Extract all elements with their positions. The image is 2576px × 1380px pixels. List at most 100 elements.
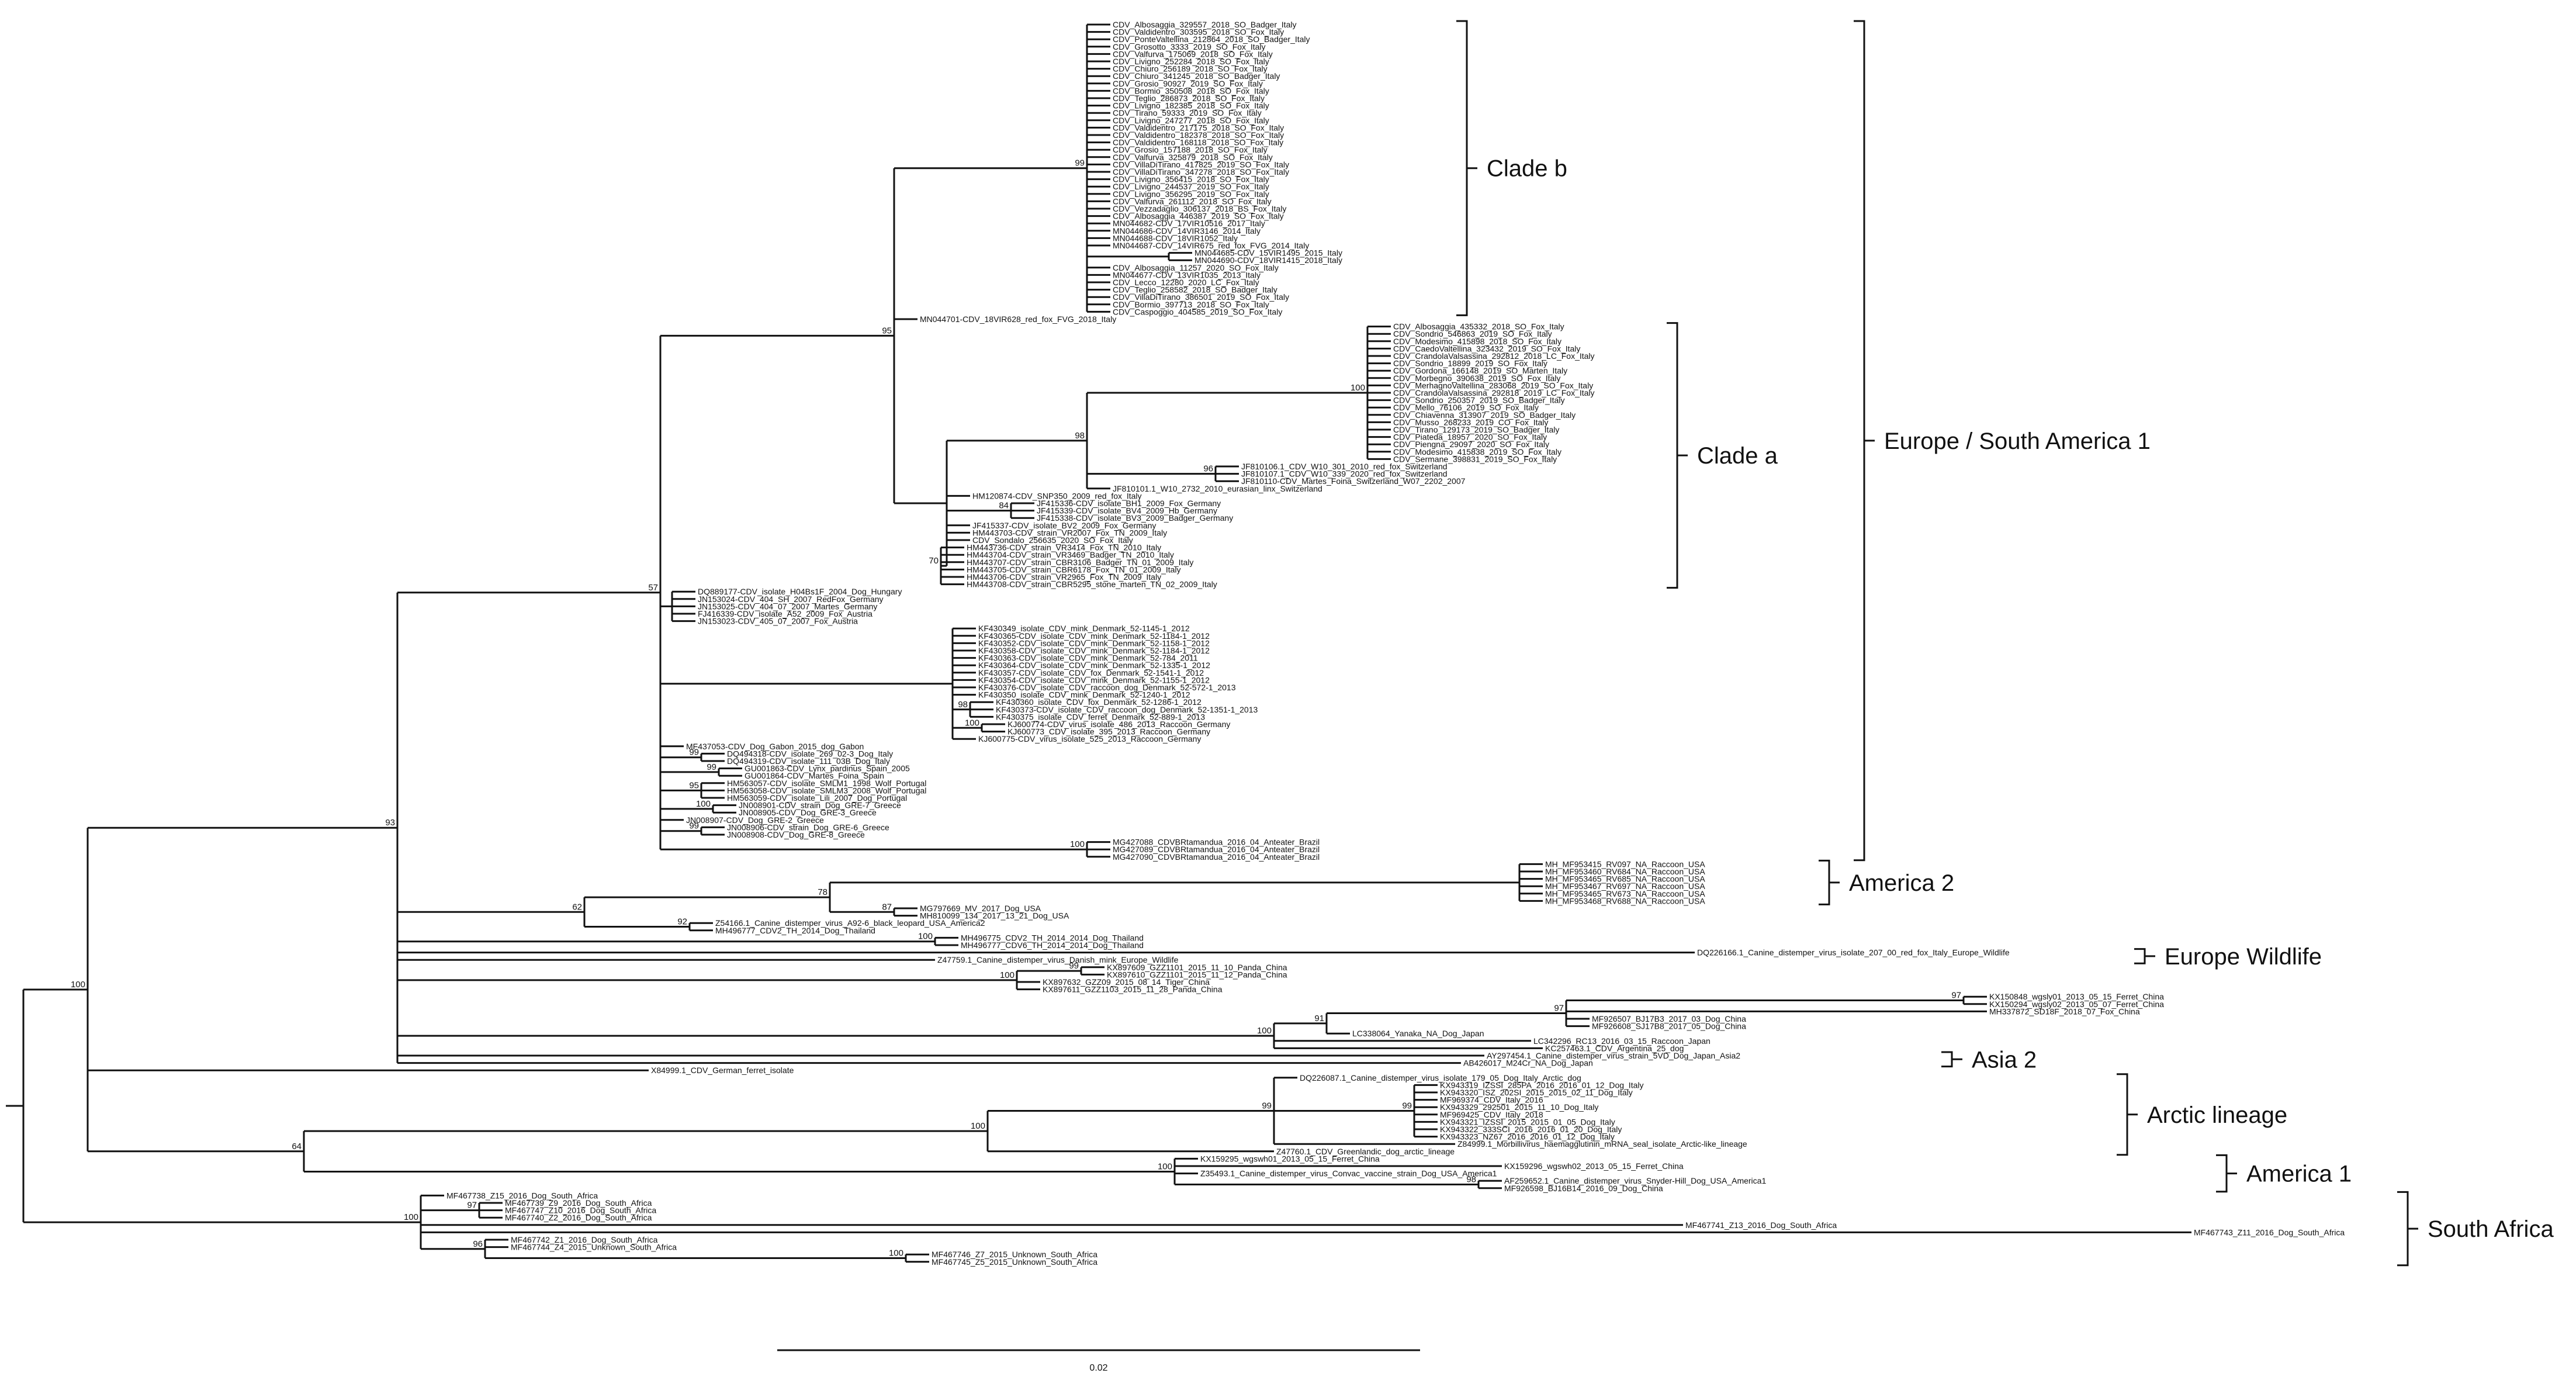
tip-label: KF430376-CDV_isolate_CDV_raccoon_dog_Den… — [978, 683, 1236, 692]
tip-label: CDV_Valdidentro_168118_2018_SO_Fox_Italy — [1113, 138, 1283, 147]
tip-label: CDV_Livigno_356295_2019_SO_Fox_Italy — [1113, 189, 1269, 199]
bootstrap-value: 97 — [467, 1201, 477, 1210]
tip-label: CDV_Albosaggia_446387_2019_SO_Fox_Italy — [1113, 212, 1284, 221]
tip-label: HM443703-CDV_strain_VR2007_Fox_TN_2009_I… — [972, 528, 1167, 537]
tip-label: MF467742_Z1_2016_Dog_South_Africa — [511, 1235, 658, 1244]
tip-label: MH810099_134_2017_13_21_Dog_USA — [920, 911, 1069, 921]
clade-label: America 1 — [2246, 1161, 2352, 1187]
bootstrap-value: 100 — [696, 799, 711, 809]
bootstrap-value: 100 — [965, 718, 979, 728]
tip-label: DQ226087.1_Canine_distemper_virus_isolat… — [1300, 1073, 1581, 1082]
tip-label: JF810106.1_CDV_W10_301_2010_red_fox_Swit… — [1241, 462, 1448, 471]
tip-label: KF430373-CDV_isolate_CDV_raccoon_dog_Den… — [996, 705, 1258, 714]
tip-label: MF926598_BJ16B14_2016_09_Dog_China — [1504, 1184, 1663, 1193]
tip-label: JN153024-CDV_404_SH_2007_RedFox_Germany — [698, 594, 884, 604]
bootstrap-value: 97 — [1554, 1004, 1564, 1014]
tip-label: CDV_VillaDiTirano_386501_2019_SO_Fox_Ita… — [1113, 292, 1289, 302]
tip-label: Z47759.1_Canine_distemper_virus_Danish_m… — [937, 955, 1179, 964]
tip-label: CDV_Chiuro_341245_2018_SO_Badger_Italy — [1113, 71, 1280, 81]
tip-label: HM563058-CDV_isolate_SMLM3_2008_Wolf_Por… — [727, 786, 926, 795]
tip-label: JN008905-CDV_Dog_GRE-3_Greece — [739, 808, 877, 817]
tip-label: MN044701-CDV_18VIR628_red_fox_FVG_2018_I… — [920, 314, 1116, 324]
tip-label: CDV_Bormio_397713_2018_SO_Fox_Italy — [1113, 300, 1269, 309]
tip-label: KF430358-CDV_isolate_CDV_mink_Denmark_52… — [978, 646, 1210, 655]
tip-label: KJ600774-CDV_virus_isolate_486_2013_Racc… — [1007, 720, 1230, 729]
tip-label: AF259652.1_Canine_distemper_virus_Snyder… — [1504, 1176, 1766, 1185]
bootstrap-value: 99 — [1402, 1101, 1412, 1111]
tree-branches — [6, 23, 2191, 1263]
tip-label: JF810101.1_W10_2732_2010_eurasian_linx_S… — [1113, 484, 1322, 493]
tip-label: KF430349_isolate_CDV_mink_Denmark_52-114… — [978, 624, 1190, 633]
tip-label: HM443705-CDV_strain_CBR6178_Fox_TN_01_20… — [967, 565, 1181, 574]
bootstrap-value: 78 — [818, 887, 827, 897]
tip-label: CDV_Livigno_252284_2018_SO_Fox_Italy — [1113, 57, 1269, 66]
tip-label: JF810110-CDV_Martes_Foina_Switzerland_W0… — [1241, 476, 1466, 486]
tip-label: KX159295_wgswh01_2013_05_15_Ferret_China — [1200, 1154, 1380, 1163]
tip-label: DQ226166.1_Canine_distemper_virus_isolat… — [1697, 948, 2010, 957]
tip-label: FJ416339-CDV_isolate_A52_2009_Fox_Austri… — [698, 609, 872, 618]
tip-label: KF430360_isolate_CDV_fox_Denmark_52-1286… — [996, 697, 1202, 707]
tip-label: HM120874-CDV_SNP350_2009_red_fox_Italy — [972, 491, 1142, 500]
tip-label: LC342296_RC13_2016_03_15_Raccoon_Japan — [1533, 1036, 1711, 1046]
tip-label: DQ494319-CDV_isolate_111_03B_Dog_Italy — [727, 756, 890, 766]
bootstrap-value: 99 — [1262, 1101, 1272, 1111]
tip-label: CDV_Bormio_350508_2018_SO_Fox_Italy — [1113, 86, 1269, 95]
tip-label: MF467747_Z10_2016_Dog_South_Africa — [505, 1206, 656, 1215]
tip-label: CDV_Tirano_59333_2019_SO_Fox_Italy — [1113, 108, 1262, 117]
tip-label: CDV_Sermane_398831_2019_SO_Fox_Italy — [1393, 454, 1557, 464]
bootstrap-value: 99 — [1069, 961, 1079, 971]
tip-label: JF415337-CDV_isolate_BV2_2009_Fox_German… — [972, 521, 1156, 530]
tip-label: JF415336-CDV_isolate_BH1_2009_Fox_German… — [1037, 499, 1221, 508]
tip-label: MF969425_CDV_Italy_2018 — [1440, 1110, 1543, 1119]
tip-label: CDV_Valdidentro_217175_2018_SO_Fox_Italy — [1113, 123, 1284, 132]
tip-label: MF467744_Z4_2015_Unknown_South_Africa — [511, 1243, 677, 1252]
tip-label: MN044677-CDV_13VIR1035_2013_Italy — [1113, 270, 1261, 279]
tip-label: CDV_Valdidentro_303595_2018_SO_Fox_Italy — [1113, 27, 1284, 37]
tip-label: KX897609_GZZ1101_2015_11_10_Panda_China — [1107, 963, 1287, 972]
clade-bracket — [2397, 1191, 2418, 1267]
tip-label: AY297454.1_Canine_distemper_virus_strain… — [1487, 1051, 1740, 1060]
tip-label: CDV_Piateda_18957_2020_SO_Fox_Italy — [1393, 433, 1547, 442]
bootstrap-value: 64 — [292, 1142, 302, 1151]
tip-label: KX943322_333SCI_2016_2016_01_20_Dog_Ital… — [1440, 1125, 1622, 1134]
bootstrap-value: 98 — [1075, 431, 1085, 441]
tip-label: CDV_Teglio_258582_2018_SO_Badger_Italy — [1113, 285, 1277, 295]
tip-label: MF926507_BJ17B3_2017_03_Dog_China — [1592, 1014, 1746, 1023]
tip-label: JN153025-CDV_404_07_2007_Martes_Germany — [698, 601, 877, 611]
tip-label: KJ600775-CDV_virus_isolate_525_2013_Racc… — [978, 734, 1201, 743]
tip-label: CDV_CrandolaValsassina_292812_2018_LC_Fo… — [1393, 351, 1595, 361]
tip-label: JF415339-CDV_isolate_BV4_2009_Hb_Germany — [1037, 506, 1217, 516]
tip-label: KX897632_GZZ09_2015_08_14_Tiger_China — [1043, 977, 1210, 987]
bootstrap-value: 100 — [71, 980, 85, 990]
bootstrap-value: 95 — [882, 326, 892, 336]
tip-label: MH496775_CDV2_TH_2014_2014_Dog_Thailand — [961, 933, 1144, 942]
tip-label: CDV_CaedoValtellina_323432_2019_SO_Fox_I… — [1393, 344, 1580, 353]
tip-label: KX159296_wgswh02_2013_05_15_Ferret_China — [1504, 1161, 1684, 1171]
bootstrap-value: 99 — [689, 748, 699, 758]
scale-bar: 0.02 — [777, 1349, 1420, 1373]
clade-bracket — [2117, 1073, 2138, 1156]
scale-bar-label: 0.02 — [1089, 1363, 1107, 1373]
tip-label: DQ889177-CDV_isolate_H04Bs1F_2004_Dog_Hu… — [698, 587, 902, 596]
tip-label: MN044687-CDV_14VIR675_red_fox_FVG_2014_I… — [1113, 241, 1309, 250]
tip-label: MN044690-CDV_18VIR1415_2018_Italy — [1194, 255, 1342, 265]
tip-label: CDV_Caspoggio_404585_2019_SO_Fox_Italy — [1113, 307, 1282, 316]
clade-label: South Africa — [2428, 1216, 2554, 1242]
clade-bracket — [1667, 322, 1688, 589]
tip-label: KX943319_IZSSI_285PA_2016_2016_01_12_Dog… — [1440, 1080, 1643, 1090]
tip-label: CDV_Albosaggia_11257_2020_SO_Fox_Italy — [1113, 263, 1279, 272]
tip-label: CDV_Vezzadaglio_306137_2018_BS_Fox_Italy — [1113, 204, 1286, 213]
tip-label: LC338064_Yanaka_NA_Dog_Japan — [1352, 1029, 1484, 1038]
tip-label: CDV_Sondrio_18899_2019_SO_Fox_Italy — [1393, 359, 1547, 368]
clade-bracket — [1854, 20, 1875, 862]
tip-label: GU001863-CDV_Lynx_pardinus_Spain_2005 — [745, 764, 910, 773]
tip-label: MF467746_Z7_2015_Unknown_South_Africa — [932, 1250, 1097, 1259]
tip-label: MF969374_CDV_Italy_2016 — [1440, 1095, 1543, 1105]
tip-label: HM563059-CDV_isolate_Lili_2007_Dog_Portu… — [727, 793, 907, 803]
bootstrap-value: 98 — [958, 700, 968, 710]
tip-label: KF430352-CDV_isolate_CDV_mink_Denmark_52… — [978, 638, 1210, 648]
tip-label: MH_MF953465_RV685_NA_Raccoon_USA — [1545, 874, 1705, 884]
tip-label: MF467738_Z15_2016_Dog_South_Africa — [446, 1191, 598, 1200]
tip-label: CDV_Modesimo_415898_2018_SO_Fox_Italy — [1393, 337, 1561, 346]
bootstrap-value: 96 — [473, 1239, 483, 1249]
